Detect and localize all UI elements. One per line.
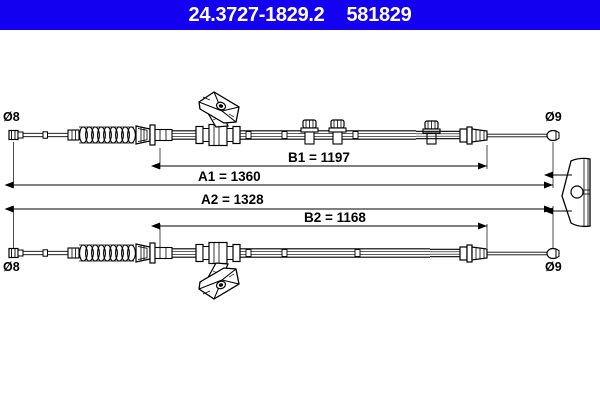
cable-top-clip-3 [422,120,441,145]
label-top-right-diameter: Ø9 [545,110,562,124]
reference-number: 581829 [346,4,412,26]
mounting-plate [544,157,591,228]
cable-top-mounting-bracket [198,91,240,124]
cable-bottom-right-adjuster [459,244,488,263]
cable-top-assembly [8,91,560,147]
part-number: 24.3727-1829.2 [188,4,325,26]
cable-bottom-guide-block [195,241,241,265]
cable-bottom-mounting-bracket [198,267,240,300]
bottom-dimension-lines [4,205,554,252]
drawing-svg [4,91,591,300]
cable-bottom-adjuster [135,242,156,264]
cable-bottom-sleeve-a [154,246,173,260]
cable-top-sleeve-a [154,128,173,142]
cable-top-guide-block [195,123,241,147]
label-top-left-diameter: Ø8 [3,110,20,124]
cable-bottom-conduit-right [430,248,460,258]
cable-bottom-left-end-fitting [8,247,24,259]
cable-top-right-adjuster [459,126,488,145]
cable-bottom-inner-wire-left [23,249,68,257]
label-dimension-b2: B2 = 1168 [304,210,366,225]
cable-bottom-right-end-fitting [546,247,560,260]
cable-top-ferrule-left [67,129,80,141]
label-dimension-a1: A1 = 1360 [198,169,261,184]
cable-top-clip-1 [300,119,319,145]
cable-top-adjuster [135,124,156,146]
label-bottom-right-diameter: Ø9 [545,260,562,274]
cable-bottom-inner-wire-right [487,251,548,256]
cable-top-inner-wire-left [23,131,68,139]
top-dimension-lines [4,142,554,189]
cable-bottom-ferrule-left [67,247,80,259]
cable-top-right-end-fitting [546,129,560,142]
cable-top-spring-sheath [79,126,136,144]
cable-top-inner-wire-right [487,133,548,138]
cable-top-conduit-marks [245,131,359,139]
cable-bottom-spring-sheath [79,244,136,262]
cable-top-clip-2 [328,119,347,145]
header-banner: 24.3727-1829.2 581829 [0,0,600,30]
label-dimension-a2: A2 = 1328 [201,192,264,207]
cable-top-conduit-right [416,130,460,140]
technical-drawing: Ø8 Ø9 B1 = 1197 A1 = 1360 A2 = 1328 B2 =… [0,30,600,400]
cable-bottom-conduit-marks [245,249,361,257]
label-bottom-left-diameter: Ø8 [3,260,20,274]
label-dimension-b1: B1 = 1197 [288,150,350,165]
cable-top-left-end-fitting [8,129,24,141]
cable-bottom-assembly [8,241,560,300]
